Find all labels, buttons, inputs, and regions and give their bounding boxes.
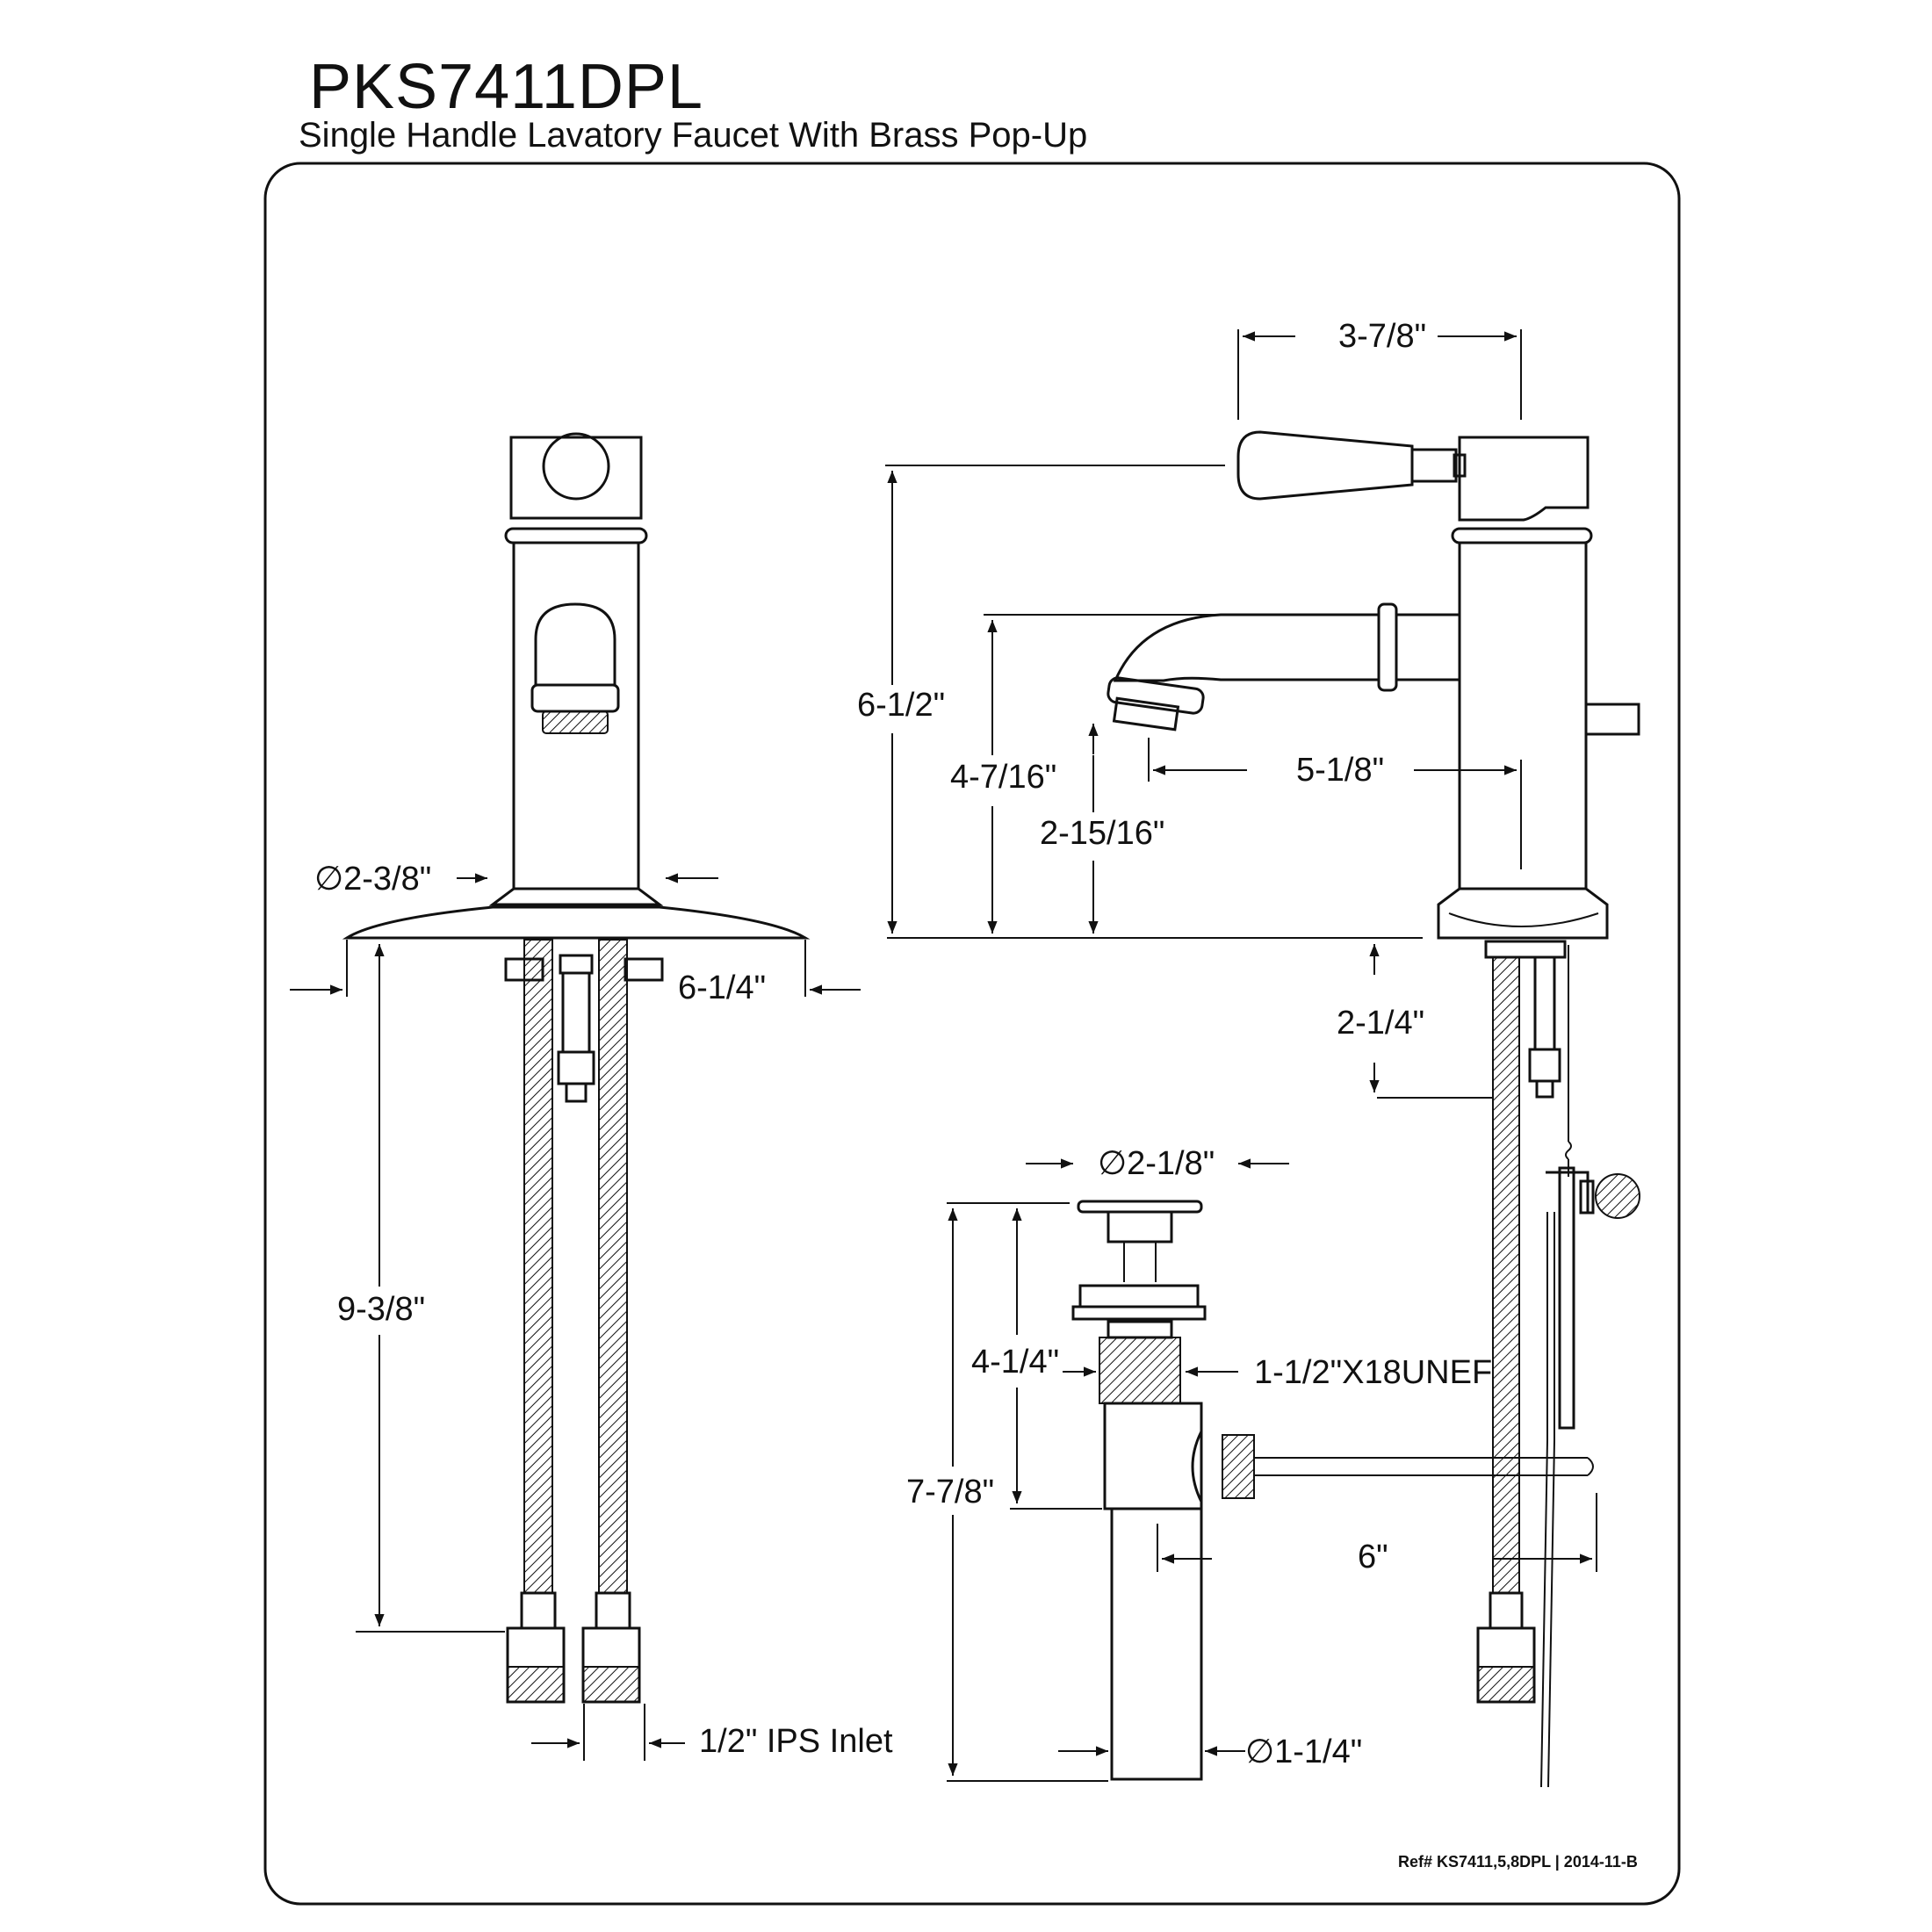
side-rod-break: [1565, 1141, 1572, 1160]
front-deck-plate: [342, 905, 811, 940]
front-inlet-thread: [582, 1666, 640, 1703]
dim-front-base-diameter: ∅2-3/8": [314, 861, 432, 898]
front-nut: [624, 957, 664, 982]
dim-drain-thread-length: 4-1/4": [971, 1344, 1060, 1381]
product-description: Single Handle Lavatory Faucet With Brass…: [299, 116, 1088, 155]
front-hose-ferrule: [520, 1591, 557, 1630]
front-base-escutcheon: [488, 887, 664, 906]
side-clevis-clip: [1579, 1179, 1595, 1215]
dim-front-supply-length: 9-3/8": [337, 1291, 426, 1328]
dim-side-spout-reach: 5-1/8": [1296, 752, 1385, 789]
side-view: [1107, 430, 1640, 1788]
side-spout: [1113, 613, 1379, 682]
side-nut: [1484, 940, 1567, 959]
front-inlet-thread: [507, 1666, 565, 1703]
side-dimensions: [885, 329, 1522, 1099]
dim-front-plate-width: 6-1/4": [678, 970, 767, 1006]
side-base-escutcheon: [1437, 887, 1609, 940]
dim-side-overall-height: 6-1/2": [857, 687, 946, 724]
side-lever-handle: [1236, 430, 1414, 501]
front-view: [342, 432, 811, 1704]
side-hose-ferrule: [1489, 1591, 1524, 1630]
front-handle-block: [509, 436, 643, 520]
reference-code: Ref# KS7411,5,8DPL | 2014-11-B: [1398, 1853, 1638, 1871]
front-supply-hose: [523, 939, 553, 1594]
side-handle-block: [1458, 436, 1590, 522]
drawing-frame: [263, 162, 1681, 1906]
dim-drain-rod-length: 6": [1358, 1539, 1388, 1575]
dim-drain-thread-spec: 1-1/2"X18UNEF: [1254, 1354, 1493, 1391]
front-shank-nut: [557, 1050, 595, 1085]
side-clevis-strap: [1558, 1166, 1575, 1430]
dim-side-spout-height: 4-7/16": [950, 759, 1057, 796]
drain-flange-base: [1071, 1305, 1207, 1321]
drain-lock-nut: [1107, 1320, 1173, 1339]
side-clevis-bracket: [1546, 1171, 1590, 1212]
drain-assembly: [1071, 1200, 1594, 1781]
dim-drain-tail-diameter: ∅1-1/4": [1245, 1734, 1363, 1770]
side-popup-knob: [1584, 703, 1640, 736]
drain-stopper-body: [1107, 1210, 1173, 1244]
side-pivot-rod-lower: [1540, 1439, 1548, 1788]
dim-side-handle-reach: 3-7/8": [1338, 318, 1427, 355]
dim-side-shank-length: 2-1/4": [1337, 1005, 1425, 1042]
drain-body: [1103, 1402, 1203, 1510]
dim-drain-flange-diameter: ∅2-1/8": [1098, 1145, 1215, 1182]
side-aerator-ring: [1107, 676, 1205, 715]
side-supply-hose: [1492, 956, 1520, 1594]
model-number: PKS7411DPL: [309, 52, 703, 122]
side-shank: [1533, 955, 1556, 1051]
front-shank: [561, 971, 591, 1054]
side-body: [1458, 541, 1588, 890]
drain-stopper-cap: [1077, 1200, 1203, 1214]
front-hose-ferrule: [595, 1591, 631, 1630]
side-inlet-thread: [1477, 1666, 1535, 1703]
dim-drain-overall-length: 7-7/8": [906, 1474, 995, 1510]
front-aerator: [542, 710, 609, 734]
front-handle-knob: [542, 432, 610, 501]
front-shank-tip: [565, 1082, 588, 1103]
drain-pivot-boss: [1191, 1431, 1203, 1503]
dim-front-inlet: 1/2" IPS Inlet: [699, 1723, 893, 1760]
side-spout-collar: [1377, 602, 1398, 692]
front-collar: [504, 527, 648, 544]
side-aerator: [1112, 696, 1180, 732]
drain-threaded-body: [1099, 1337, 1181, 1404]
side-clevis-screw: [1595, 1173, 1640, 1219]
side-shank-tip: [1535, 1079, 1554, 1099]
dim-side-spout-clearance: 2-15/16": [1040, 815, 1165, 852]
drain-pivot-nut: [1222, 1434, 1255, 1499]
front-spout: [534, 602, 616, 685]
side-lever-stem: [1410, 448, 1458, 483]
side-collar: [1451, 527, 1593, 544]
front-aerator-ring: [530, 683, 620, 713]
drain-rod-end: [1587, 1457, 1594, 1476]
front-nut: [559, 954, 594, 975]
side-spout-neck: [1395, 613, 1461, 681]
front-supply-hose: [598, 939, 628, 1594]
drain-tailpiece: [1110, 1507, 1203, 1781]
front-dimensions: [290, 873, 861, 1761]
drain-dimensions: [947, 1158, 1597, 1782]
side-shank-nut: [1528, 1048, 1561, 1083]
drain-flange: [1078, 1284, 1200, 1308]
side-base-curve: [1448, 912, 1599, 927]
